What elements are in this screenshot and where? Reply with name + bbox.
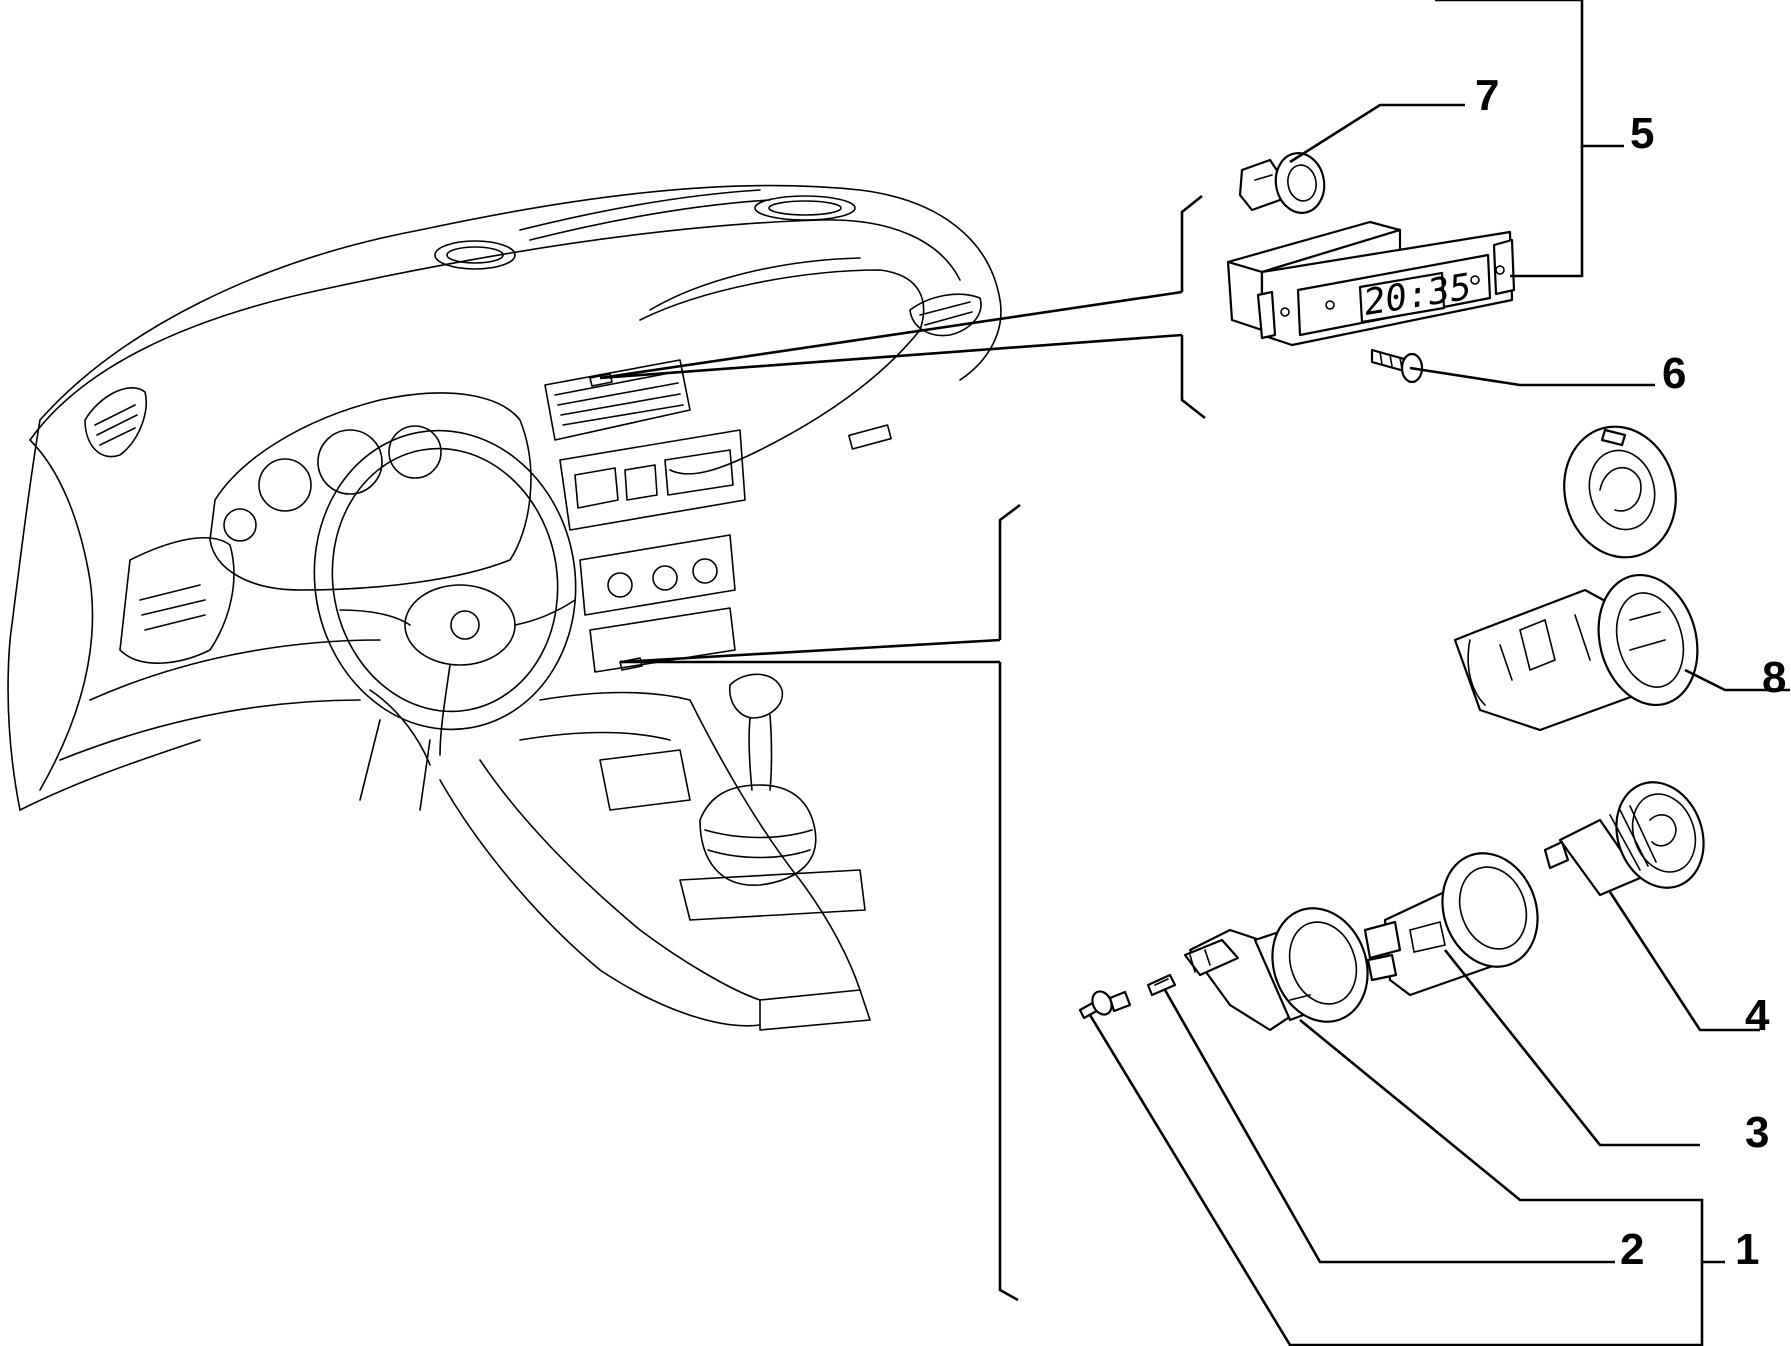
callout-numbers: 7 5 6 8 4 3 2 1 xyxy=(1475,71,1770,1274)
callout-8-visible: 8 xyxy=(1762,653,1786,702)
callout-6: 6 xyxy=(1662,349,1686,398)
callout-3: 3 xyxy=(1745,1108,1769,1157)
part-6-screw xyxy=(1370,348,1424,384)
callout-4: 4 xyxy=(1745,991,1770,1040)
callout-7: 7 xyxy=(1475,71,1499,120)
callout-5: 5 xyxy=(1630,109,1654,158)
leader-lines xyxy=(1088,0,1790,1346)
part-1-bulbs xyxy=(1078,973,1177,1020)
projection-lines xyxy=(599,194,1206,1302)
part-5-clock: 20:35 xyxy=(1226,220,1516,347)
part-2-socket-housing xyxy=(1183,907,1369,1032)
callout-2: 2 xyxy=(1620,1225,1644,1274)
part-4-lighter-plug xyxy=(1543,781,1705,897)
callout-1: 1 xyxy=(1735,1225,1759,1274)
part-7-bulb xyxy=(1238,152,1326,214)
dashboard-drawing xyxy=(7,184,1002,1031)
part-3-socket xyxy=(1363,852,1539,997)
part-8-socket-with-cap xyxy=(1453,425,1699,732)
